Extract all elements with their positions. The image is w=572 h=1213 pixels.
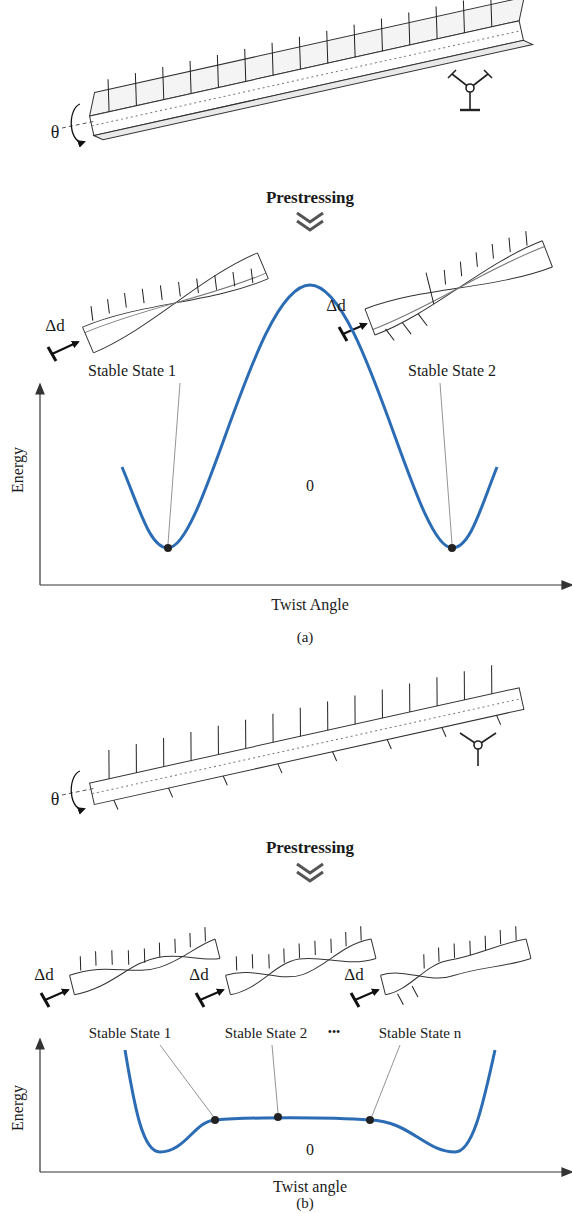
displacement-label: Δd [326, 297, 345, 316]
state-label: Stable State 2 [225, 1025, 308, 1042]
axis-title: Energy [9, 447, 27, 493]
twisted-beam [76, 238, 268, 353]
process-label: Prestressing [266, 839, 354, 858]
twisted-beam [222, 923, 376, 994]
state-label: Stable State 1 [88, 362, 176, 380]
displacement-label: Δd [45, 317, 64, 336]
twisted-beam [360, 227, 557, 346]
axis-title: Twist angle [273, 1178, 347, 1196]
axis-title: Twist Angle [271, 596, 349, 614]
straight-beam [84, 660, 527, 814]
straight-beam [83, 0, 535, 141]
state-label: Stable State n [379, 1025, 462, 1042]
axis-tick: 0 [306, 1141, 314, 1159]
rotation-symbol: θ [51, 123, 60, 143]
panel-label: (b) [296, 1195, 314, 1212]
displacement-label: Δd [344, 966, 363, 985]
ellipsis: ••• [328, 1026, 341, 1039]
axis-tick: 0 [306, 477, 314, 495]
cross-section [448, 70, 492, 110]
rotation-symbol: θ [51, 790, 60, 810]
displacement-label: Δd [189, 966, 208, 985]
displacement-label: Δd [34, 966, 53, 985]
process-label: Prestressing [266, 189, 354, 208]
state-label: Stable State 2 [408, 362, 496, 380]
cross-section [460, 733, 496, 766]
axis-title: Energy [9, 1085, 27, 1131]
panel-label: (a) [297, 629, 314, 646]
state-label: Stable State 1 [89, 1025, 172, 1042]
twisted-beam [377, 924, 534, 1008]
twisted-beam [65, 923, 220, 995]
